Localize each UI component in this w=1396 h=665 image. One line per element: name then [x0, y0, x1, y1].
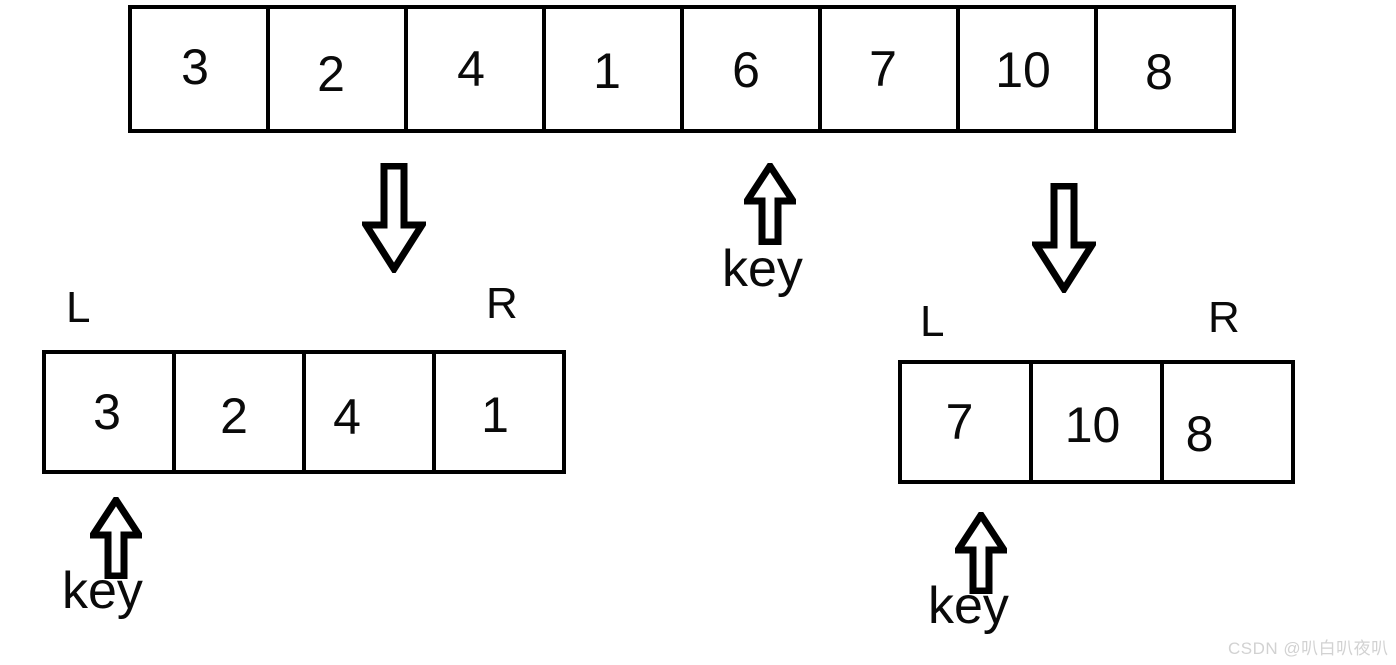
- array-cell: 10: [956, 5, 1098, 133]
- array-cell: 2: [172, 350, 306, 474]
- array-cell: 7: [818, 5, 960, 133]
- array-cell-value: 2: [317, 46, 345, 102]
- up-arrow-icon: [955, 512, 1007, 594]
- array-cell-value: 8: [1145, 44, 1173, 100]
- array-cell: 3: [128, 5, 270, 133]
- key-label: key: [928, 577, 1009, 635]
- down-arrow-icon: [1032, 183, 1096, 293]
- array-cell-pivot: 7: [898, 360, 1033, 484]
- array-cell: 4: [404, 5, 546, 133]
- array-cell: 4: [302, 350, 436, 474]
- left-bound-label: L: [66, 283, 91, 332]
- right-bound-label: R: [486, 279, 518, 328]
- array-cell-pivot: 6: [680, 5, 822, 133]
- left-bound-label: L: [920, 297, 945, 346]
- array-cell-value: 1: [593, 43, 621, 99]
- array-cell: 8: [1160, 360, 1295, 484]
- array-cell-value: 10: [995, 42, 1051, 98]
- array-cell-value: 3: [93, 384, 121, 440]
- up-arrow-icon: [90, 497, 142, 579]
- array-cell: 8: [1094, 5, 1236, 133]
- array-cell: 1: [432, 350, 566, 474]
- array-cell-value: 7: [945, 394, 974, 450]
- left-partition-array: 3 2 4 1: [42, 350, 566, 474]
- array-cell-value: 6: [732, 42, 760, 98]
- right-bound-label: R: [1208, 293, 1240, 342]
- original-array: 3 2 4 1 6 7 10 8: [128, 5, 1236, 133]
- key-label: key: [722, 240, 803, 298]
- array-cell-value: 10: [1064, 397, 1121, 453]
- array-cell: 1: [542, 5, 684, 133]
- down-arrow-icon: [362, 163, 426, 273]
- right-partition-array: 7 10 8: [898, 360, 1295, 484]
- array-cell: 2: [266, 5, 408, 133]
- array-cell: 10: [1029, 360, 1164, 484]
- array-cell-pivot: 3: [42, 350, 176, 474]
- array-cell-value: 2: [220, 388, 248, 444]
- array-cell-value: 8: [1185, 406, 1214, 462]
- array-cell-value: 1: [481, 387, 509, 443]
- array-cell-value: 3: [181, 39, 209, 95]
- array-cell-value: 4: [457, 41, 485, 97]
- watermark: CSDN @叭白叭夜叭: [1228, 639, 1389, 658]
- up-arrow-icon: [744, 163, 796, 245]
- array-cell-value: 7: [869, 41, 897, 97]
- array-cell-value: 4: [333, 389, 361, 445]
- key-label: key: [62, 562, 143, 620]
